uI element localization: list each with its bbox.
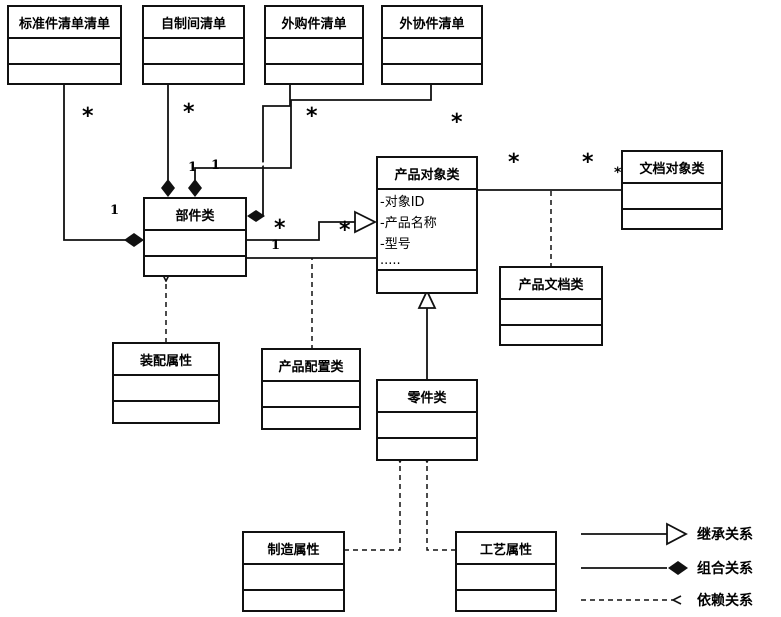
- class-outsourced-list: 外协件清单: [381, 5, 483, 85]
- component-to-product-inherit-line: [246, 221, 355, 241]
- compose-diamond-purchased: [247, 210, 265, 222]
- multiplicity-many-doc-end: *: [614, 165, 622, 181]
- class-title: 制造属性: [244, 533, 343, 565]
- class-product-config: 产品配置类: [261, 348, 361, 430]
- class-attr-section: [144, 39, 243, 65]
- class-assembly-attr: 装配属性: [112, 342, 220, 424]
- class-title: 外购件清单: [266, 7, 362, 39]
- class-attr-section: [9, 39, 120, 65]
- class-method-section: [623, 210, 721, 234]
- class-process-attr: 工艺属性: [455, 531, 557, 612]
- class-method-section: [266, 65, 362, 89]
- class-attr-section: -对象ID -产品名称 -型号 .....: [378, 190, 476, 271]
- class-title: 零件类: [378, 381, 476, 413]
- class-method-section: [383, 65, 481, 89]
- class-attr-section: [145, 231, 245, 257]
- class-purchased-list: 外购件清单: [264, 5, 364, 85]
- class-attr-section: [457, 565, 555, 591]
- legend-compose-diamond: [668, 561, 688, 575]
- class-attr-section: [383, 39, 481, 65]
- class-title: 文档对象类: [623, 152, 721, 184]
- inherit-arrow-part: [417, 288, 437, 309]
- class-document-object: 文档对象类: [621, 150, 723, 230]
- multiplicity-many-doc-left: *: [508, 150, 520, 175]
- class-attr-section: [114, 376, 218, 402]
- attr-model: -型号: [380, 237, 411, 252]
- class-attr-section: [266, 39, 362, 65]
- class-method-section: [114, 402, 218, 426]
- class-attr-section: [244, 565, 343, 591]
- inherit-arrow-component: [354, 210, 378, 234]
- attr-product-name: -产品名称: [380, 216, 437, 231]
- class-method-section: [145, 257, 245, 281]
- multiplicity-many-purchased: *: [306, 104, 318, 129]
- line-crossing-hop: [258, 162, 269, 167]
- class-title: 自制间清单: [144, 7, 243, 39]
- multiplicity-many-doc-right: *: [582, 150, 594, 175]
- class-manufacture-attr: 制造属性: [242, 531, 345, 612]
- compose-diamond-std: [124, 233, 144, 247]
- class-std-parts-list: 标准件清单清单: [7, 5, 122, 85]
- multiplicity-component-product: 1: [271, 238, 281, 253]
- multiplicity-many-component: *: [274, 216, 286, 241]
- compose-diamond-outsourced: [188, 179, 202, 197]
- class-attr-section: [263, 382, 359, 408]
- class-method-section: [378, 439, 476, 463]
- class-part: 零件类: [376, 379, 478, 461]
- class-product-document: 产品文档类: [499, 266, 603, 346]
- attr-ellipsis: .....: [380, 253, 401, 268]
- process-to-part-dep: [427, 462, 456, 551]
- class-method-section: [244, 591, 343, 615]
- manufacture-to-part-dep: [344, 462, 400, 551]
- multiplicity-many-product: *: [339, 218, 351, 243]
- class-title: 产品对象类: [378, 158, 476, 190]
- class-method-section: [378, 271, 476, 295]
- class-component: 部件类: [143, 197, 247, 277]
- compose-diamond-self: [161, 179, 175, 197]
- legend-inheritance-label: 继承关系: [697, 527, 753, 543]
- class-attr-section: [378, 413, 476, 439]
- multiplicity-many-std: *: [82, 104, 94, 129]
- legend-inherit-arrow: [666, 522, 688, 546]
- class-title: 工艺属性: [457, 533, 555, 565]
- class-attr-section: [501, 300, 601, 326]
- multiplicity-std: 1: [110, 203, 120, 218]
- multiplicity-outsourced: 1: [211, 158, 221, 173]
- class-title: 装配属性: [114, 344, 218, 376]
- class-method-section: [501, 326, 601, 350]
- class-method-section: [144, 65, 243, 89]
- class-title: 标准件清单清单: [9, 7, 120, 39]
- legend-composition-label: 组合关系: [697, 561, 753, 577]
- multiplicity-many-outsourced: *: [451, 110, 463, 135]
- std-list-to-component-line: [63, 85, 128, 241]
- legend-dependency-label: 依赖关系: [697, 593, 753, 609]
- class-title: 产品文档类: [501, 268, 601, 300]
- class-title: 部件类: [145, 199, 245, 231]
- class-product-object: 产品对象类 -对象ID -产品名称 -型号 .....: [376, 156, 478, 294]
- class-self-made-list: 自制间清单: [142, 5, 245, 85]
- class-title: 产品配置类: [263, 350, 359, 382]
- class-attr-section: [623, 184, 721, 210]
- purchased-to-component-line: [262, 85, 291, 217]
- outsourced-to-component-line: [194, 85, 432, 180]
- attr-object-id: -对象ID: [380, 195, 425, 210]
- class-method-section: [263, 408, 359, 432]
- multiplicity-self: 1: [188, 160, 198, 175]
- multiplicity-many-self: *: [183, 100, 195, 125]
- class-title: 外协件清单: [383, 7, 481, 39]
- class-method-section: [9, 65, 120, 89]
- class-method-section: [457, 591, 555, 615]
